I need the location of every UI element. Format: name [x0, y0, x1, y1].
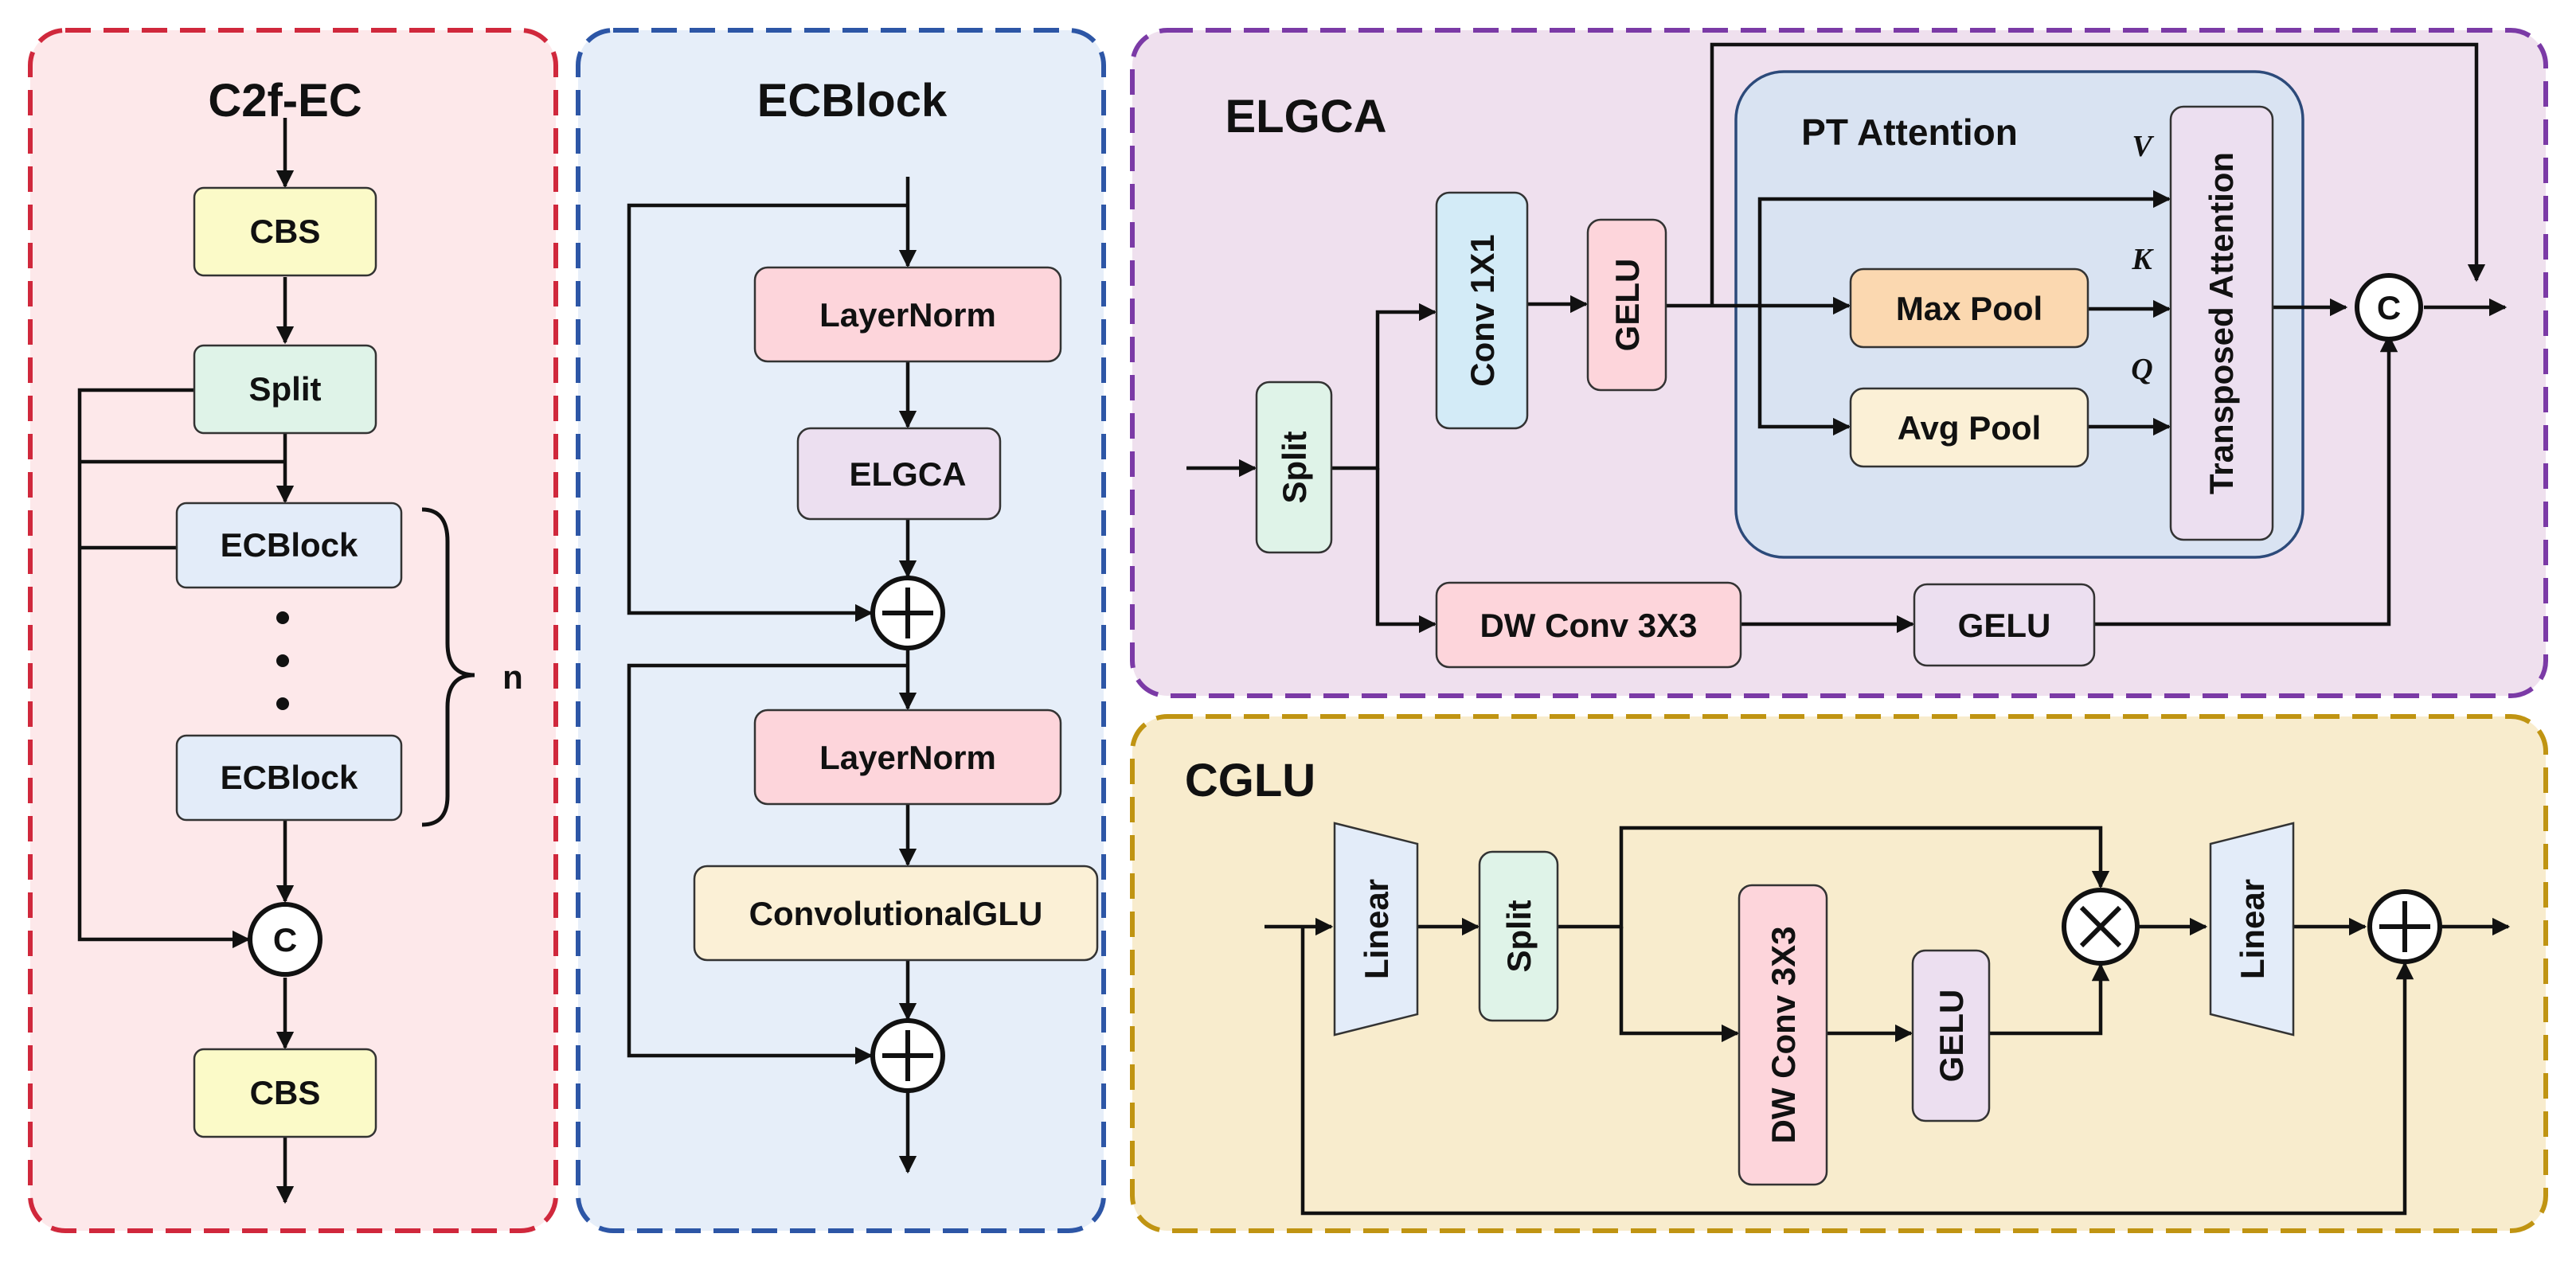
elgca-concat-label: C	[2377, 289, 2401, 326]
cglu-dwconv-box	[1738, 884, 1828, 1186]
c2f-ec-diagram: C2f-EC CBS Split ECBlock ECBlock n C CBS	[77, 75, 523, 1204]
cglu-panel	[1130, 714, 2548, 1233]
elgca-v-label: V	[2132, 130, 2154, 163]
elgca-gelu-concat-path	[2094, 334, 2398, 627]
c2f-split-branch-a	[77, 388, 251, 949]
c2f-ecblock-1-box	[175, 502, 403, 589]
ec-convglu-label: ConvolutionalGLU	[749, 895, 1043, 932]
elgca-avgpool-box	[1849, 387, 2089, 468]
cglu-multiply-x	[2079, 905, 2122, 948]
cglu-gelu-mult-path	[1989, 962, 2110, 1036]
c2f-cbs-top-box	[193, 186, 377, 277]
ec-residual-1	[627, 203, 908, 623]
elgca-maxpool-label: Max Pool	[1896, 290, 2042, 327]
cglu-add-plus	[2379, 901, 2430, 952]
cglu-linear-2-label: Linear	[2234, 879, 2271, 979]
elgca-split-label: Split	[1276, 431, 1313, 503]
cglu-split-dwconv-path	[1619, 927, 1740, 1043]
c2f-ellipsis-dot-3	[276, 697, 289, 710]
c2f-cbs-bottom-label: CBS	[250, 1074, 321, 1111]
elgca-gelu-bottom-box	[1913, 583, 2096, 667]
ec-convglu-box	[693, 865, 1099, 962]
elgca-split-top-branch	[1331, 303, 1437, 470]
ec-elgca-box	[796, 427, 1002, 521]
cglu-gelu-box	[1911, 949, 1991, 1122]
cglu-residual-path	[1300, 927, 2414, 1216]
ecblock-title: ECBlock	[757, 75, 948, 127]
ecblock-panel	[576, 28, 1106, 1233]
c2f-split-box	[193, 344, 377, 435]
elgca-dwconv-label: DW Conv 3X3	[1480, 607, 1697, 644]
c2f-repeat-label: n	[502, 658, 523, 696]
cglu-dwconv-label: DW Conv 3X3	[1765, 926, 1802, 1143]
c2f-ecblock-2-box	[175, 734, 403, 822]
elgca-k-label: K	[2131, 243, 2154, 276]
c2f-ellipsis-dot-1	[276, 611, 289, 624]
ec-add-1-plus	[882, 588, 933, 638]
c2f-ecblock-2-label: ECBlock	[221, 759, 358, 796]
elgca-diagram: ELGCA PT Attention Split Conv 1X1 GELU M…	[1186, 42, 2508, 669]
elgca-q-label: Q	[2131, 353, 2152, 386]
elgca-gelu-top-box	[1586, 218, 1667, 392]
elgca-v-path	[1757, 189, 2171, 306]
elgca-avgpool-path	[1757, 306, 1851, 436]
ec-layernorm-1-box	[753, 266, 1062, 363]
elgca-transposed-attention-label: Transposed Attention	[2203, 152, 2240, 494]
cglu-gelu-label: GELU	[1933, 990, 1970, 1083]
cglu-split-label: Split	[1500, 900, 1538, 972]
ec-layernorm-1-label: LayerNorm	[819, 296, 996, 334]
cglu-linear-2-box	[2209, 822, 2295, 1037]
elgca-split-box	[1255, 381, 1333, 554]
pt-attention-title: PT Attention	[1801, 111, 2018, 153]
c2f-panel	[28, 28, 558, 1233]
c2f-cbs-bottom-box	[193, 1048, 377, 1138]
c2f-cbs-top-label: CBS	[250, 213, 321, 250]
cglu-diagram: CGLU Linear Split DW Conv 3X3 GELU Linea…	[1185, 755, 2511, 1216]
c2f-ecblock-1-label: ECBlock	[221, 526, 358, 564]
ec-layernorm-2-box	[753, 709, 1062, 806]
cglu-split-box	[1478, 850, 1559, 1022]
ec-layernorm-2-label: LayerNorm	[819, 739, 996, 776]
cglu-split-gate-path	[1558, 826, 2110, 929]
c2f-repeat-brace	[421, 507, 475, 827]
c2f-split-label: Split	[249, 370, 322, 408]
elgca-concat-op	[2355, 273, 2423, 342]
elgca-gelu-bottom-label: GELU	[1958, 607, 2051, 644]
elgca-gelu-top-label: GELU	[1609, 259, 1646, 352]
elgca-conv1x1-box	[1435, 191, 1529, 430]
ec-elgca-label: ELGCA	[850, 455, 967, 493]
c2f-concat-label: C	[273, 921, 297, 958]
ec-residual-2	[627, 663, 908, 1065]
elgca-transposed-attention-box	[2169, 105, 2274, 541]
elgca-maxpool-box	[1849, 267, 2089, 349]
cglu-title: CGLU	[1185, 755, 1315, 806]
ecblock-diagram: ECBlock LayerNorm ELGCA LayerNorm Convol…	[627, 75, 1099, 1174]
cglu-linear-1-label: Linear	[1358, 879, 1395, 979]
elgca-avgpool-label: Avg Pool	[1898, 409, 2041, 447]
c2f-ellipsis-dot-2	[276, 654, 289, 667]
elgca-dwconv-box	[1435, 581, 1742, 669]
elgca-title: ELGCA	[1225, 91, 1387, 142]
ec-add-2-plus	[882, 1030, 933, 1081]
c2f-concat-op	[248, 902, 322, 977]
elgca-conv1x1-label: Conv 1X1	[1464, 234, 1501, 386]
cglu-linear-1-box	[1333, 822, 1419, 1037]
elgca-split-bottom-branch	[1375, 468, 1437, 634]
elgca-skip-to-concat	[1710, 42, 2486, 306]
